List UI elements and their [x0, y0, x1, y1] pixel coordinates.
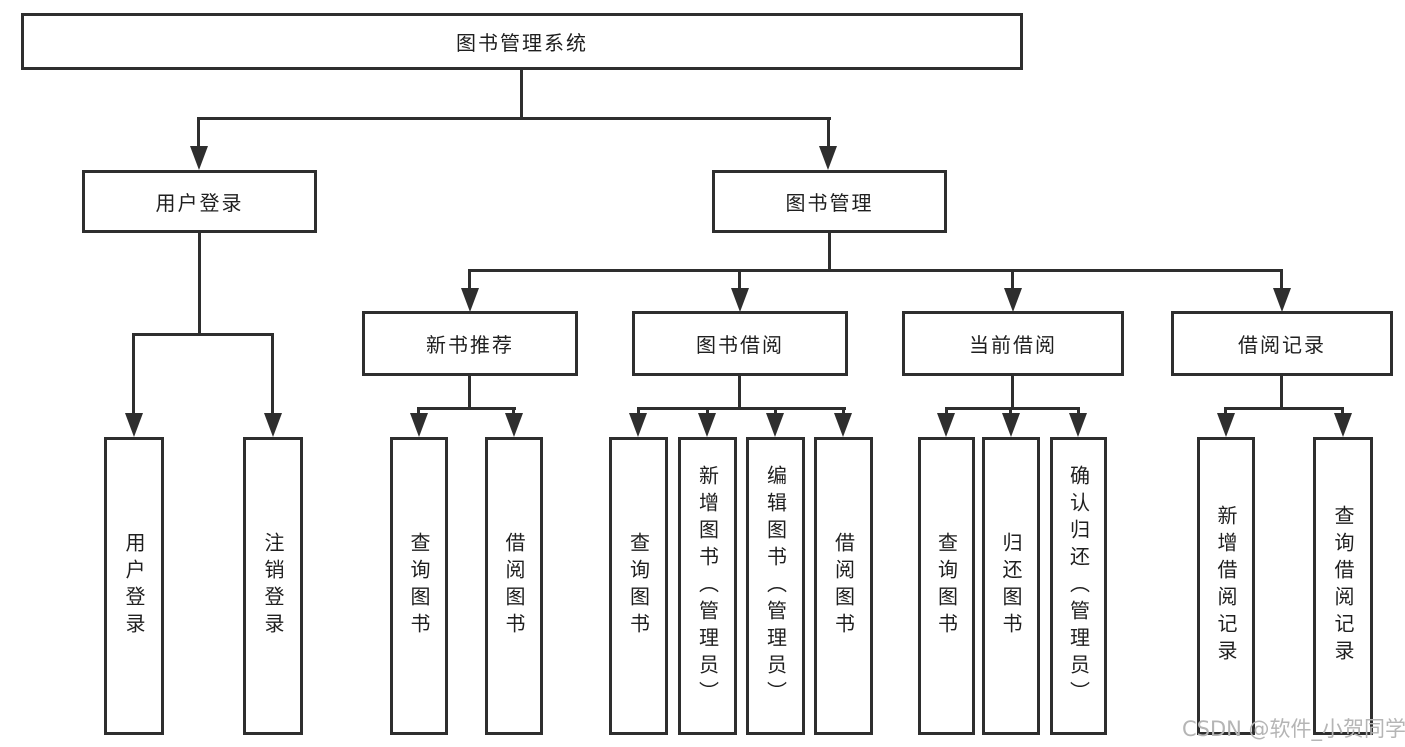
node-user-login: 用户登录 — [82, 170, 317, 233]
arrow-down-icon — [125, 413, 143, 437]
connector-vertical — [198, 233, 201, 335]
connector-horizontal — [1224, 407, 1344, 410]
connector-vertical — [738, 376, 741, 409]
arrow-down-icon — [1334, 413, 1352, 437]
connector-vertical — [468, 269, 471, 290]
arrow-down-icon — [1002, 413, 1020, 437]
leaf-query-books: 查询图书 — [918, 437, 975, 735]
connector-vertical — [827, 117, 830, 152]
leaf-return-books: 归还图书 — [982, 437, 1040, 735]
arrow-down-icon — [819, 146, 837, 170]
leaf-query-borrow-record: 查询借阅记录 — [1313, 437, 1373, 735]
leaf-logout: 注销登录 — [243, 437, 303, 735]
connector-horizontal — [132, 333, 274, 336]
connector-vertical — [1011, 269, 1014, 290]
leaf-add-borrow-record: 新增借阅记录 — [1197, 437, 1255, 735]
connector-vertical — [271, 333, 274, 417]
connector-horizontal — [945, 407, 1080, 410]
watermark: CSDN @软件_小贺同学 — [1182, 717, 1405, 741]
connector-vertical — [1280, 376, 1283, 409]
leaf-confirm-return-admin: 确认归还（管理员） — [1050, 437, 1107, 735]
connector-vertical — [132, 333, 135, 417]
arrow-down-icon — [264, 413, 282, 437]
node-current-borrowing: 当前借阅 — [902, 311, 1124, 376]
node-borrowing-records: 借阅记录 — [1171, 311, 1393, 376]
arrow-down-icon — [629, 413, 647, 437]
connector-horizontal — [417, 407, 516, 410]
node-new-book-recommendation: 新书推荐 — [362, 311, 578, 376]
arrow-down-icon — [505, 413, 523, 437]
node-book-management: 图书管理 — [712, 170, 947, 233]
connector-horizontal — [468, 269, 1283, 272]
arrow-down-icon — [461, 288, 479, 312]
connector-vertical — [828, 233, 831, 271]
connector-vertical — [1280, 269, 1283, 290]
arrow-down-icon — [1004, 288, 1022, 312]
arrow-down-icon — [698, 413, 716, 437]
arrow-down-icon — [937, 413, 955, 437]
connector-horizontal — [637, 407, 846, 410]
leaf-edit-books-admin: 编辑图书（管理员） — [746, 437, 805, 735]
arrow-down-icon — [1069, 413, 1087, 437]
arrow-down-icon — [410, 413, 428, 437]
arrow-down-icon — [190, 146, 208, 170]
arrow-down-icon — [731, 288, 749, 312]
node-library-management-system: 图书管理系统 — [21, 13, 1023, 70]
arrow-down-icon — [1217, 413, 1235, 437]
leaf-user-login: 用户登录 — [104, 437, 164, 735]
arrow-down-icon — [834, 413, 852, 437]
connector-vertical — [1011, 376, 1014, 409]
connector-vertical — [520, 70, 523, 119]
connector-horizontal — [198, 117, 831, 120]
leaf-borrow-books: 借阅图书 — [485, 437, 543, 735]
node-book-borrowing: 图书借阅 — [632, 311, 848, 376]
arrow-down-icon — [766, 413, 784, 437]
leaf-query-books: 查询图书 — [390, 437, 448, 735]
connector-vertical — [468, 376, 471, 409]
leaf-add-books-admin: 新增图书（管理员） — [678, 437, 737, 735]
leaf-borrow-books: 借阅图书 — [814, 437, 873, 735]
arrow-down-icon — [1273, 288, 1291, 312]
leaf-query-books: 查询图书 — [609, 437, 668, 735]
connector-vertical — [197, 117, 200, 152]
connector-vertical — [738, 269, 741, 290]
